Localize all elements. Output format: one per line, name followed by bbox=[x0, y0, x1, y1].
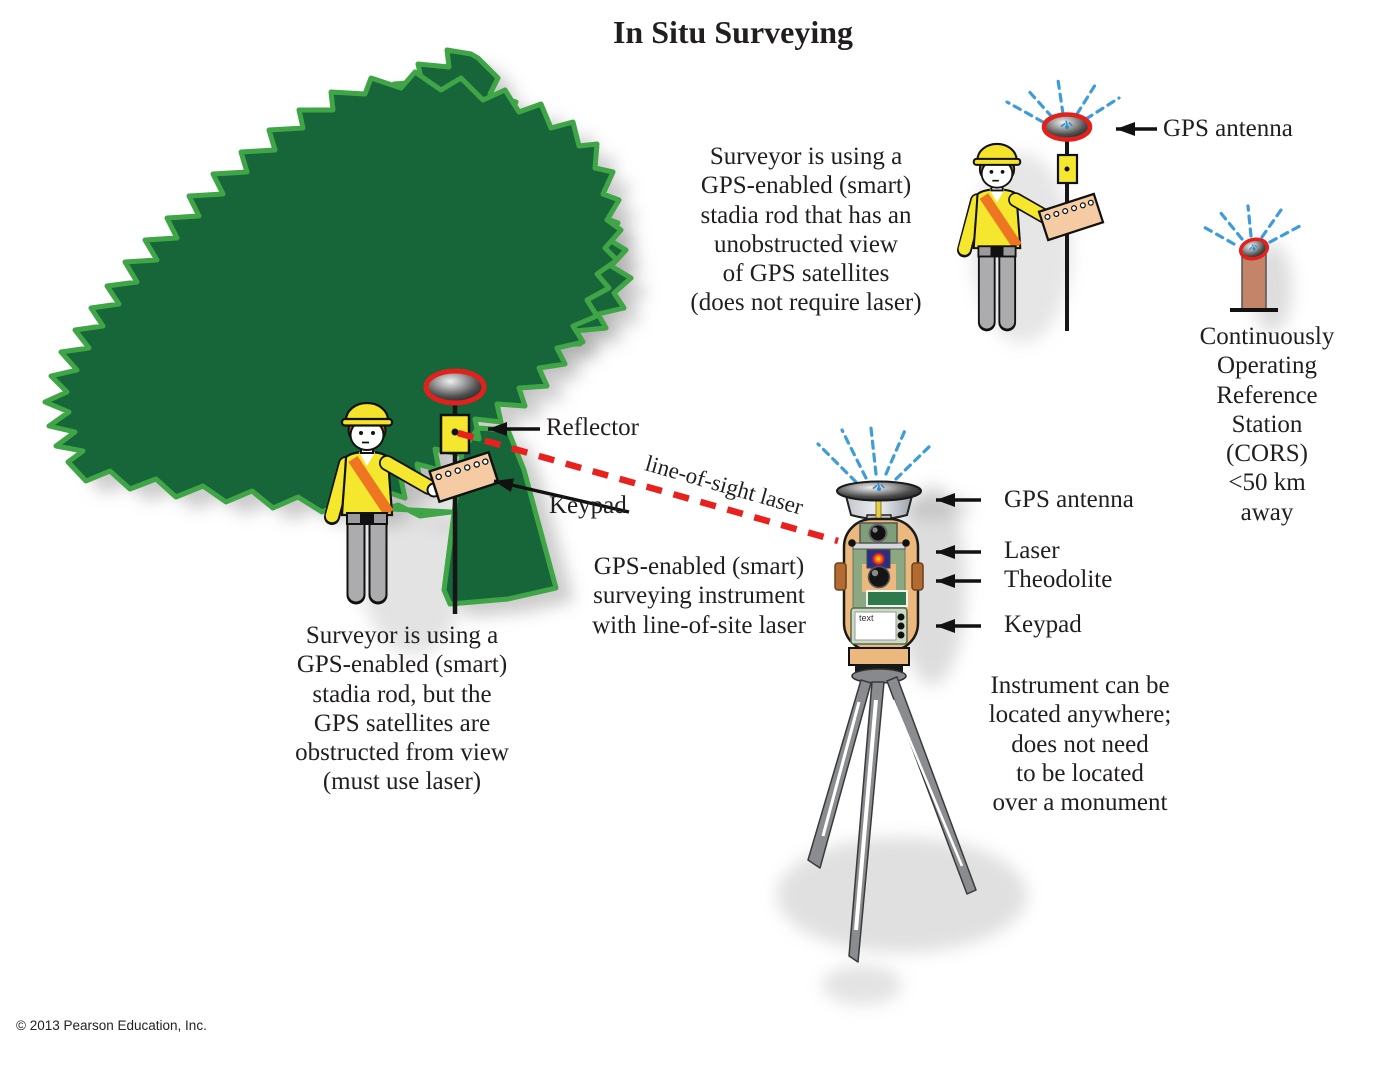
cors-post bbox=[1241, 251, 1267, 311]
label-gps-antenna-rod: GPS antenna bbox=[1163, 115, 1293, 142]
copyright-notice: © 2013 Pearson Education, Inc. bbox=[16, 1018, 207, 1033]
caption-obstructed: Surveyor is using a GPS-enabled (smart) … bbox=[295, 622, 509, 796]
tripod bbox=[807, 676, 977, 963]
label-reflector: Reflector bbox=[546, 414, 640, 441]
surveying-instrument bbox=[807, 426, 977, 963]
caption-cors: Continuously Operating Reference Station… bbox=[1199, 323, 1335, 526]
label-keypad-rod: Keypad bbox=[549, 492, 627, 519]
arrow-keypad-rod bbox=[493, 478, 630, 514]
label-theodolite: Theodolite bbox=[1004, 566, 1113, 593]
gps-antenna-cors bbox=[1238, 237, 1270, 261]
instrument-dot-left bbox=[848, 539, 856, 547]
instrument-knob-right bbox=[911, 562, 924, 591]
label-keypad-instrument: Keypad bbox=[1004, 611, 1082, 638]
instrument-laser-aperture bbox=[866, 549, 891, 569]
caption-unobstructed: Surveyor is using a GPS-enabled (smart) … bbox=[690, 143, 922, 317]
instrument-base bbox=[848, 647, 910, 666]
gps-rays-instrument bbox=[816, 426, 934, 484]
instrument-keypad bbox=[850, 607, 908, 645]
label-laser: Laser bbox=[1004, 537, 1060, 564]
page-title: In Situ Surveying bbox=[612, 14, 854, 50]
cors-station bbox=[1200, 204, 1302, 312]
instrument-dot-right bbox=[902, 539, 910, 547]
instrument-screen-text: text bbox=[859, 613, 874, 623]
instrument-top-camera bbox=[859, 522, 898, 544]
instrument-theodolite-lens bbox=[867, 565, 891, 589]
label-gps-antenna-instrument: GPS antenna bbox=[1004, 486, 1134, 513]
caption-instrument: GPS-enabled (smart) surveying instrument… bbox=[592, 553, 806, 639]
laser-dashed-line bbox=[457, 429, 839, 545]
gps-rays-cors bbox=[1200, 204, 1302, 246]
rod-electronics-box bbox=[1056, 153, 1079, 185]
caption-anywhere: Instrument can be located anywhere; does… bbox=[988, 672, 1172, 816]
instrument-green-window bbox=[866, 590, 908, 607]
annotation-arrows bbox=[488, 122, 1157, 633]
gps-rays-rod bbox=[1005, 78, 1121, 124]
instrument-band bbox=[852, 542, 906, 550]
instrument-knob-left bbox=[834, 562, 847, 591]
gps-antenna-right-rod bbox=[1041, 112, 1093, 142]
gps-antenna-left-rod bbox=[423, 368, 487, 406]
